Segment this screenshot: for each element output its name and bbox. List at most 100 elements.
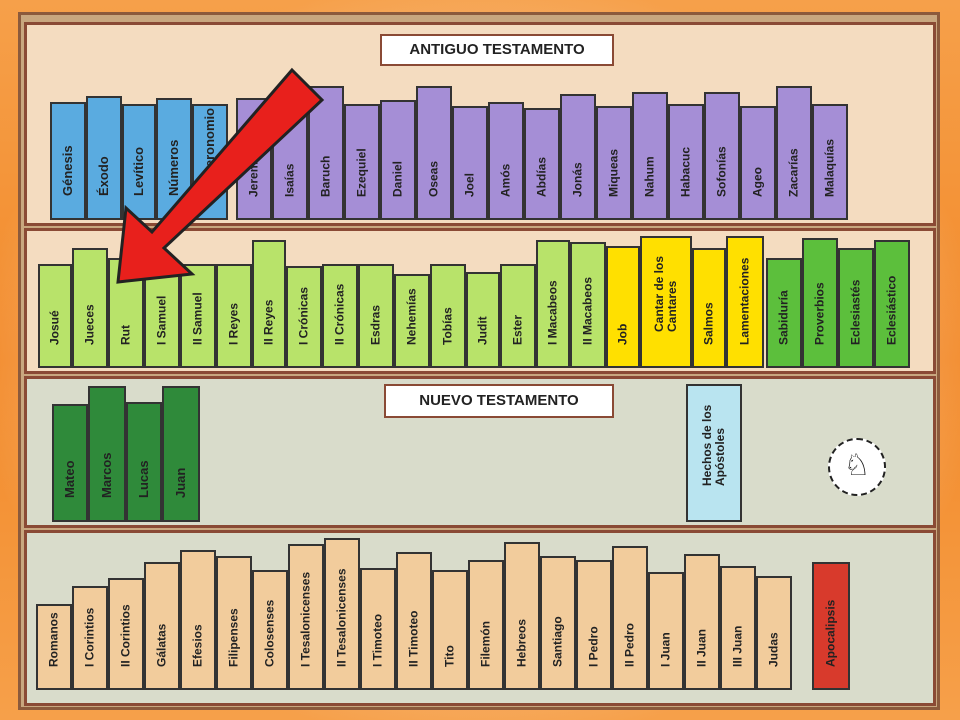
book-title: Efesios	[190, 624, 205, 667]
book-mateo: Mateo	[52, 404, 88, 522]
book-joel: Joel	[452, 106, 488, 220]
book-title: I Corintios	[82, 607, 97, 667]
book-ezequiel: Ezequiel	[344, 104, 380, 220]
book-title: I Samuel	[154, 295, 169, 345]
book-cantar-de-los-cantares: Cantar de los Cantares	[640, 236, 692, 368]
book-i-reyes: I Reyes	[216, 264, 252, 368]
book-title: Oseas	[426, 160, 441, 197]
book-title: Ageo	[750, 166, 765, 197]
book-esdras: Esdras	[358, 264, 394, 368]
book-apocalipsis: Apocalipsis	[812, 562, 850, 690]
book-judit: Judit	[466, 272, 500, 368]
book-title: II Timoteo	[406, 610, 421, 667]
book-eclesiastes: Eclesiastés	[838, 248, 874, 368]
book-ii-corintios: II Corintios	[108, 578, 144, 690]
book-habacuc: Habacuc	[668, 104, 704, 220]
book-title: Daniel	[390, 160, 405, 197]
book-tito: Tito	[432, 570, 468, 690]
book-ii-reyes: II Reyes	[252, 240, 286, 368]
book-title: Judas	[766, 632, 781, 667]
book-title: Josué	[47, 310, 62, 345]
book-title: Sofonías	[714, 146, 729, 197]
book-title: Zacarías	[786, 148, 801, 197]
book-title: Levítico	[130, 146, 146, 196]
book-sabiduria: Sabiduría	[766, 258, 802, 368]
book-title: Amós	[498, 163, 513, 197]
book-title: II Samuel	[190, 292, 205, 345]
book-baruch: Baruch	[308, 86, 344, 220]
book-colosenses: Colosenses	[252, 570, 288, 690]
book-proverbios: Proverbios	[802, 238, 838, 368]
book-jonas: Jonás	[560, 94, 596, 220]
book-i-juan: I Juan	[648, 572, 684, 690]
book-title: Santiago	[550, 616, 565, 667]
book-ageo: Ageo	[740, 106, 776, 220]
book-title: Gálatas	[154, 623, 169, 667]
book-job: Job	[606, 246, 640, 368]
book-title: Proverbios	[812, 282, 827, 345]
book-title: Filemón	[478, 620, 493, 667]
book-title: Joel	[462, 172, 477, 197]
book-title: Nehemías	[404, 288, 419, 345]
book-title: Jueces	[82, 304, 97, 345]
book-title: Esdras	[368, 304, 383, 345]
book-hechos-de-los-apostoles: Hechos de los Apóstoles	[686, 384, 742, 522]
new-testament-title: NUEVO TESTAMENTO	[384, 384, 614, 418]
book-malaquias: Malaquías	[812, 104, 848, 220]
book-ii-timoteo: II Timoteo	[396, 552, 432, 690]
book-i-cronicas: I Crónicas	[286, 266, 322, 368]
book-title: Jonás	[570, 162, 585, 197]
book-title: Deuteronomio	[201, 107, 217, 196]
book-ester: Ester	[500, 264, 536, 368]
book-nahum: Nahum	[632, 92, 668, 220]
book-title: Colosenses	[262, 599, 277, 667]
book-juan: Juan	[162, 386, 200, 522]
book-eclesiastico: Eclesiástico	[874, 240, 910, 368]
book-title: I Timoteo	[370, 613, 385, 667]
book-i-tesalonicenses: I Tesalonicenses	[288, 544, 324, 690]
book-ii-tesalonicenses: II Tesalonicenses	[324, 538, 360, 690]
book-isaias: Isaías	[272, 102, 308, 220]
book-title: Baruch	[318, 155, 333, 197]
book-lucas: Lucas	[126, 402, 162, 522]
book-daniel: Daniel	[380, 100, 416, 220]
book-title: Mateo	[61, 460, 77, 498]
book-title: Jeremías	[246, 144, 261, 197]
book-miqueas: Miqueas	[596, 106, 632, 220]
book-title: I Reyes	[226, 302, 241, 345]
book-title: III Juan	[730, 625, 745, 667]
book-salmos: Salmos	[692, 248, 726, 368]
book-abdias: Abdías	[524, 108, 560, 220]
book-efesios: Efesios	[180, 550, 216, 690]
book-i-corintios: I Corintios	[72, 586, 108, 690]
book-title: Génesis	[59, 145, 75, 196]
book-romanos: Romanos	[36, 604, 72, 690]
book-title: Números	[165, 139, 181, 196]
book-oseas: Oseas	[416, 86, 452, 220]
book-ii-juan: II Juan	[684, 554, 720, 690]
book-sofonias: Sofonías	[704, 92, 740, 220]
book-numeros: Números	[156, 98, 192, 220]
book-title: Eclesiástico	[884, 275, 899, 345]
book-title: Tobías	[440, 307, 455, 345]
book-nehemias: Nehemías	[394, 274, 430, 368]
book-title: Miqueas	[606, 148, 621, 197]
book-hebreos: Hebreos	[504, 542, 540, 690]
book-title: II Crónicas	[332, 283, 347, 345]
book-title: Tito	[442, 645, 457, 667]
book-galatas: Gálatas	[144, 562, 180, 690]
book-title: Hebreos	[514, 618, 529, 667]
book-title: Eclesiastés	[848, 279, 863, 345]
book-title: Abdías	[534, 156, 549, 197]
book-title: Marcos	[98, 452, 114, 498]
book-ii-samuel: II Samuel	[180, 264, 216, 368]
book-genesis: Génesis	[50, 102, 86, 220]
book-title: II Pedro	[622, 622, 637, 667]
book-zacarias: Zacarías	[776, 86, 812, 220]
book-title: I Macabeos	[545, 280, 560, 345]
book-title: I Tesalonicenses	[298, 571, 313, 667]
book-title: Salmos	[701, 302, 716, 345]
logo-emblem-icon: ♘	[828, 438, 886, 496]
book-title: Cantar de los Cantares	[651, 255, 679, 332]
book-title: Ezequiel	[354, 148, 369, 197]
